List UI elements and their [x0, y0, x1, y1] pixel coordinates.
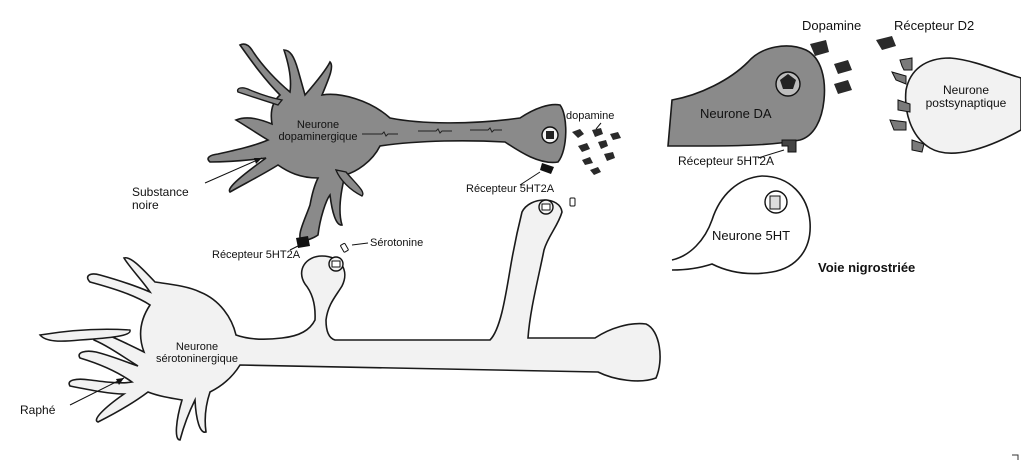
receptor-5ht2a-terminal — [540, 163, 554, 174]
label-receptor-left: Récepteur 5HT2A — [212, 249, 301, 261]
label-neuron-da-2: dopaminergique — [279, 131, 358, 143]
right-receptor-5ht2a — [782, 140, 796, 152]
right-neuron-da — [668, 46, 824, 146]
label-neuron-post: Neurone — [943, 83, 989, 97]
label-dopamine-left: dopamine — [566, 110, 614, 122]
label-serotonin: Sérotonine — [370, 237, 423, 249]
dopaminergic-neuron-body — [208, 44, 566, 242]
label-neuron-5ht-2: sérotoninergique — [156, 353, 238, 365]
label-right-neuron-5ht: Neurone 5HT — [712, 228, 790, 243]
label-receptor-d2: Récepteur D2 — [894, 18, 974, 33]
label-neuron-5ht: Neurone — [176, 341, 218, 353]
label-substance: Substance — [132, 185, 189, 199]
label-receptor-top: Récepteur 5HT2A — [466, 183, 555, 195]
label-substance-2: noire — [132, 198, 159, 212]
label-neuron-da: Neurone — [297, 119, 339, 131]
right-neuron-5ht — [672, 176, 810, 274]
dopamine-molecules — [572, 128, 621, 175]
label-pathway: Voie nigrostriée — [818, 260, 915, 275]
label-right-neuron-da: Neurone DA — [700, 106, 772, 121]
corner-mark — [1012, 455, 1018, 460]
label-right-receptor-5ht2a: Récepteur 5HT2A — [678, 154, 774, 168]
serotonergic-neuron-body — [69, 200, 660, 440]
label-dopamine-right: Dopamine — [802, 18, 861, 33]
label-neuron-post-2: postsynaptique — [926, 96, 1007, 110]
label-raphe: Raphé — [20, 403, 56, 417]
